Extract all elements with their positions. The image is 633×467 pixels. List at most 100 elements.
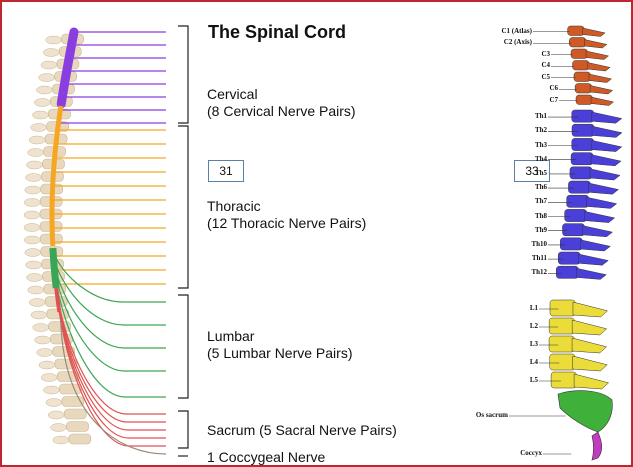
- vertebra-process-left: [25, 174, 41, 182]
- spinous-process-right: [588, 63, 611, 72]
- lumbar-detail: (5 Lumbar Nerve Pairs): [207, 345, 353, 362]
- vertebra-right: [567, 195, 589, 207]
- vertebra-label: C5: [541, 73, 550, 81]
- vertebra-process-left: [29, 299, 45, 307]
- vertebra-right: [549, 336, 574, 352]
- region-bracket: [178, 411, 188, 448]
- vertebra-process-left: [46, 36, 62, 44]
- vertebra-process-left: [25, 249, 41, 257]
- vertebra-process-left: [27, 274, 43, 282]
- vertebra-body-left: [69, 434, 91, 444]
- spinous-process-right: [592, 112, 622, 123]
- vertebra-process-left: [43, 49, 59, 57]
- spinous-process-right: [584, 40, 607, 49]
- spinous-process-right: [586, 51, 609, 60]
- vertebra-label: C7: [549, 96, 558, 104]
- lumbar-label: Lumbar (5 Lumbar Nerve Pairs): [207, 328, 353, 362]
- vertebra-label: Th10: [531, 240, 547, 248]
- vertebra-right: [570, 167, 592, 179]
- vertebra-right: [550, 300, 575, 316]
- vertebra-process-left: [24, 224, 40, 232]
- vertebra-process-left: [33, 324, 49, 332]
- vertebra-label: C6: [549, 84, 558, 92]
- spinous-process-right: [573, 356, 608, 371]
- vertebra-label: Th3: [535, 141, 547, 149]
- vertebra-label: Th4: [535, 155, 547, 163]
- cervical-detail: (8 Cervical Nerve Pairs): [207, 103, 356, 120]
- vertebra-right: [568, 181, 590, 193]
- vertebra-right: [560, 238, 582, 250]
- vertebra-right: [571, 153, 593, 165]
- coccyx-vertebra: [592, 432, 602, 460]
- vertebra-label: Th7: [535, 197, 547, 205]
- vertebra-process-left: [41, 374, 57, 382]
- region-bracket: [178, 126, 188, 288]
- vertebra-label: L5: [530, 376, 538, 384]
- spinous-process-right: [574, 374, 609, 389]
- vertebra-right: [562, 224, 584, 236]
- cord-lumbar: [53, 248, 56, 288]
- vertebra-process-left: [35, 336, 51, 344]
- vertebra-label: Th9: [535, 226, 547, 234]
- vertebra-process-left: [28, 149, 44, 157]
- cervical-label: Cervical (8 Cervical Nerve Pairs): [207, 86, 356, 120]
- vertebra-process-left: [37, 349, 53, 357]
- vertebra-label: Th5: [535, 169, 547, 177]
- vertebra-process-left: [36, 86, 52, 94]
- vertebra-label: L3: [530, 340, 538, 348]
- spinous-process-right: [591, 155, 621, 166]
- vertebra-label: C2 (Axis): [504, 38, 532, 46]
- vertebra-process-left: [28, 286, 44, 294]
- left-number-box: 31: [208, 160, 244, 182]
- vertebra-process-left: [24, 211, 40, 219]
- vertebra-process-left: [39, 361, 55, 369]
- vertebra-label: Th11: [532, 254, 547, 262]
- vertebra-label: C4: [541, 61, 550, 69]
- vertebra-label: Os sacrum: [476, 411, 508, 419]
- spinous-process-right: [573, 302, 608, 317]
- vertebra-label: Th8: [535, 212, 547, 220]
- vertebra-right: [573, 61, 590, 71]
- thoracic-detail: (12 Thoracic Nerve Pairs): [207, 215, 366, 232]
- region-bracket: [178, 26, 188, 123]
- spinous-process-right: [572, 338, 607, 353]
- vertebra-process-left: [31, 124, 47, 132]
- vertebra-right: [558, 252, 580, 264]
- vertebra-right: [550, 354, 575, 370]
- spinous-process-right: [587, 197, 617, 208]
- vertebra-body-left: [64, 409, 86, 419]
- spinous-process-right: [582, 226, 612, 237]
- thoracic-name: Thoracic: [207, 198, 366, 215]
- vertebra-right: [575, 84, 592, 94]
- vertebra-process-left: [26, 261, 42, 269]
- vertebra-right: [574, 72, 591, 82]
- vertebra-process-left: [25, 186, 41, 194]
- sacrum-label: Sacrum (5 Sacral Nerve Pairs): [207, 422, 397, 439]
- vertebra-label: L2: [530, 322, 538, 330]
- spinous-process-right: [585, 211, 615, 222]
- vertebra-label: Th12: [531, 268, 547, 276]
- lumbar-nerve: [54, 258, 166, 325]
- vertebra-process-left: [53, 436, 69, 444]
- vertebra-right: [571, 49, 588, 59]
- spinous-process-right: [592, 140, 622, 151]
- page-title: The Spinal Cord: [208, 22, 346, 43]
- vertebra-label: Th1: [535, 112, 547, 120]
- vertebra-label: C3: [541, 50, 550, 58]
- vertebra-right: [572, 124, 594, 136]
- vertebra-label: L4: [530, 358, 538, 366]
- spinous-process-right: [583, 28, 606, 37]
- vertebra-label: L1: [530, 304, 538, 312]
- lumbar-nerve: [53, 252, 166, 302]
- thoracic-label: Thoracic (12 Thoracic Nerve Pairs): [207, 198, 366, 232]
- spinous-process-right: [572, 320, 607, 335]
- vertebra-process-left: [48, 411, 64, 419]
- spinous-process-right: [578, 254, 608, 265]
- spinous-process-right: [589, 74, 612, 83]
- coccygeal-label: 1 Coccygeal Nerve: [207, 449, 325, 466]
- vertebra-process-left: [24, 236, 40, 244]
- vertebra-right: [549, 318, 574, 334]
- spinous-process-right: [580, 240, 610, 251]
- vertebra-process-left: [51, 424, 67, 432]
